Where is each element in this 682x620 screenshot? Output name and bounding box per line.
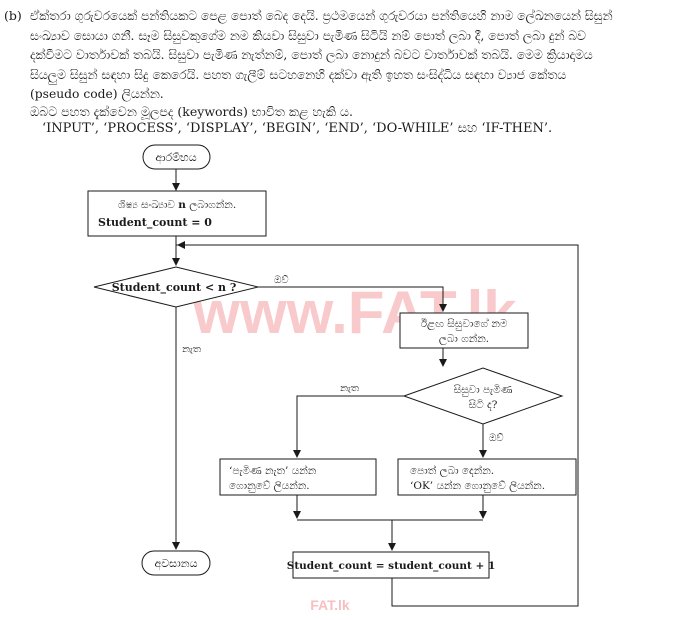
input-line2: Student_count = 0 (98, 216, 212, 230)
loop-back-line (176, 244, 579, 607)
start-label: ආරම්භය (155, 151, 196, 165)
end-label: අවසානය (154, 557, 197, 571)
condition-present-diamond (402, 367, 564, 425)
paragraph-line: සියලුම සිසුන් සඳහා සිදු කෙරෙයි. පහත ගැලී… (30, 67, 567, 82)
condition2-yes-label: ඔව් (489, 432, 504, 444)
read-name-line2: ලබා ගන්න. (439, 331, 489, 346)
keywords-list: ‘INPUT’, ‘PROCESS’, ‘DISPLAY’, ‘BEGIN’, … (42, 121, 553, 136)
end-terminal (141, 550, 211, 576)
question-paragraph: ඒක්තරා ගුරුවරයෙක් පන්තියකට පෙළ පොත් බෙද … (30, 7, 670, 105)
question-label: (b) (4, 8, 22, 23)
absent-line1: ‘පැමිණ නැත’ යන්න (229, 463, 317, 477)
keywords-intro: ඔබට පහත දැක්වෙන මූලපද (keywords) භාවිත ක… (30, 104, 353, 119)
read-name-line1: ඊළඟ සිසුවාගේ නම (421, 316, 508, 331)
input-process-box (87, 190, 267, 237)
condition1-no-label: නැත (182, 344, 201, 355)
increment-label: Student_count = student_count + 1 (287, 560, 496, 573)
absent-line2: ගොනුවේ ලියන්න. (229, 478, 310, 493)
condition1-yes-label: ඔව් (274, 274, 289, 286)
condition2-no-label: නැත (340, 383, 359, 394)
condition2-line1: සිසුවා පැමිණ (453, 384, 512, 396)
present-line1: පොත් ලබා දෙන්න. (410, 463, 494, 478)
input-line1: ශිෂ්‍ය සංඛ්‍යාව n ලබාගන්න. (118, 197, 236, 212)
condition2-line2: සිටි ද? (468, 399, 498, 411)
paragraph-line: සංඛ්‍යාව සොයා ගනී. සෑම සිසුවකුගේම නම කිය… (30, 28, 586, 43)
read-name-box (399, 312, 529, 349)
increment-box (292, 551, 490, 579)
present-line2: ‘OK’ යන්න ගොනුවේ ලියන්න. (410, 478, 545, 493)
paragraph-line: ඒක්තරා ගුරුවරයෙක් පන්තියකට පෙළ පොත් බෙද … (30, 9, 613, 23)
paragraph-line: (pseudo code) ලියන්න. (30, 87, 164, 101)
condition1-label: Student_count < n ? (112, 281, 237, 295)
mark-absent-box (219, 458, 377, 496)
give-book-box (397, 458, 577, 496)
paragraph-line: දක්වීමට වාර්තාවක් තබයි. සිසුවා පැමිණ නැත… (30, 48, 593, 62)
watermark-footer: FAT.lk (310, 597, 350, 613)
